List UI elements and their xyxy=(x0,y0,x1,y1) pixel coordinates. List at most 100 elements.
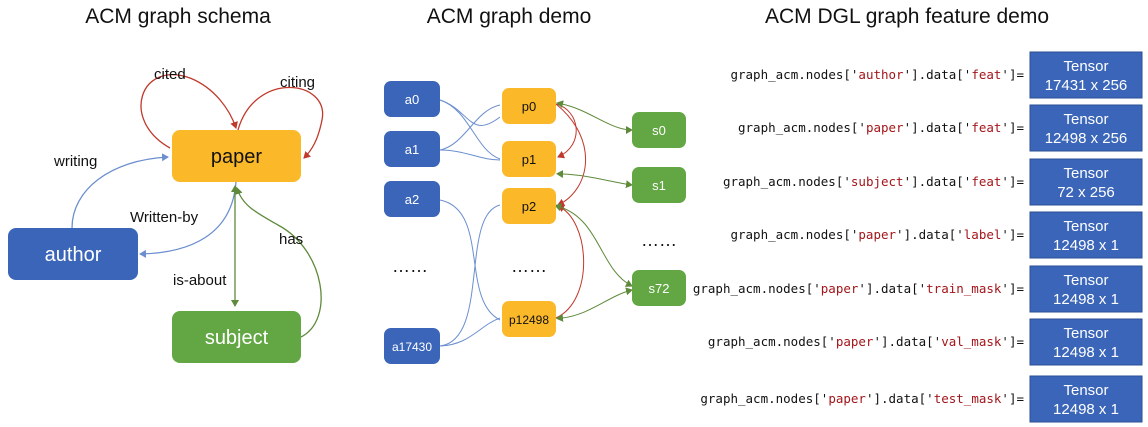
label-has: has xyxy=(279,231,303,248)
tensor-label: Tensor xyxy=(1063,165,1108,182)
demo-author-nodes: a0 a1 a2 …… a17430 xyxy=(384,81,440,364)
demo-edge-a1-p1 xyxy=(439,149,501,161)
demo-paper-ellipsis: …… xyxy=(511,256,547,276)
edge-has xyxy=(234,187,322,338)
code-field: feat xyxy=(971,120,1001,135)
schema-node-author-label: author xyxy=(45,244,102,266)
feature-row-paper-feat: graph_acm.nodes['paper'].data['feat']= Te… xyxy=(738,104,1143,152)
feature-code-line: graph_acm.nodes['paper'].data['val_mask'… xyxy=(708,334,1024,349)
demo-node-a2[interactable]: a2 xyxy=(384,181,440,217)
demo-node-s0[interactable]: s0 xyxy=(632,112,686,148)
code-suffix: ']= xyxy=(1001,67,1024,82)
feature-code-line: graph_acm.nodes['author'].data['feat']= xyxy=(730,67,1024,82)
schema-edge-labels: cited citing writing Written-by has is-a… xyxy=(53,66,315,289)
code-field: feat xyxy=(971,174,1001,189)
demo-subject-ellipsis: …… xyxy=(641,230,677,250)
demo-node-a17430-label: a17430 xyxy=(392,340,432,354)
demo-node-a0-label: a0 xyxy=(405,92,419,107)
schema-node-subject[interactable]: subject xyxy=(172,311,301,363)
code-prefix: graph_acm.nodes[' xyxy=(723,174,851,189)
code-field: test_mask xyxy=(934,391,1002,406)
code-prefix: graph_acm.nodes[' xyxy=(693,281,821,296)
code-node-type: paper xyxy=(828,391,866,406)
demo-node-p1[interactable]: p1 xyxy=(502,141,556,177)
schema-node-paper[interactable]: paper xyxy=(172,130,301,182)
schema-node-subject-label: subject xyxy=(205,327,269,349)
demo-node-a1[interactable]: a1 xyxy=(384,131,440,167)
demo-edge-a17430-p2 xyxy=(439,204,501,347)
demo-edge-p0-s0 xyxy=(556,100,633,134)
feature-row-paper-label: graph_acm.nodes['paper'].data['label']= T… xyxy=(730,211,1143,259)
demo-edge-p0-p2 xyxy=(555,103,586,207)
demo-node-s72[interactable]: s72 xyxy=(632,270,686,306)
feature-row-paper-test_mask: graph_acm.nodes['paper'].data['test_mask… xyxy=(700,375,1143,423)
code-prefix: graph_acm.nodes[' xyxy=(738,120,866,135)
tensor-box xyxy=(1029,158,1143,206)
tensor-shape: 12498 x 1 xyxy=(1053,237,1119,254)
schema-edges xyxy=(71,74,324,338)
feature-code-line: graph_acm.nodes['paper'].data['test_mask… xyxy=(700,391,1024,406)
demo-node-p2[interactable]: p2 xyxy=(502,188,556,224)
tensor-shape: 12498 x 256 xyxy=(1045,130,1128,147)
code-node-type: paper xyxy=(821,281,859,296)
label-citing: citing xyxy=(280,74,315,91)
demo-edge-p12498-s72 xyxy=(556,287,633,322)
demo-edge-p1-s1 xyxy=(556,170,633,189)
tensor-label: Tensor xyxy=(1063,382,1108,399)
demo-edge-a1-p0 xyxy=(439,104,501,151)
code-field: feat xyxy=(971,67,1001,82)
code-mid: '].data[' xyxy=(904,67,972,82)
code-prefix: graph_acm.nodes[' xyxy=(730,227,858,242)
code-mid: '].data[' xyxy=(904,174,972,189)
schema-nodes: paper author subject xyxy=(8,130,301,363)
feature-rows: graph_acm.nodes['author'].data['feat']=T… xyxy=(693,51,1143,423)
code-suffix: ']= xyxy=(1001,391,1024,406)
tensor-shape: 12498 x 1 xyxy=(1053,344,1119,361)
tensor-label: Tensor xyxy=(1063,325,1108,342)
schema-node-paper-label: paper xyxy=(211,146,262,168)
demo-edge-p2-s72 xyxy=(554,203,633,287)
tensor-shape: 12498 x 1 xyxy=(1053,291,1119,308)
demo-node-p12498-label: p12498 xyxy=(509,313,549,327)
demo-node-a17430[interactable]: a17430 xyxy=(384,328,440,364)
demo-edge-p0-p1 xyxy=(555,103,577,159)
label-cited: cited xyxy=(154,66,186,83)
tensor-box xyxy=(1029,318,1143,366)
tensor-label: Tensor xyxy=(1063,111,1108,128)
tensor-box xyxy=(1029,104,1143,152)
edge-cited xyxy=(140,74,238,149)
label-written-by: Written-by xyxy=(130,209,199,226)
demo-node-a0[interactable]: a0 xyxy=(384,81,440,117)
demo-node-p0-label: p0 xyxy=(522,99,536,114)
code-field: label xyxy=(964,227,1002,242)
feature-row-paper-val_mask: graph_acm.nodes['paper'].data['val_mask'… xyxy=(708,318,1143,366)
tensor-box xyxy=(1029,211,1143,259)
code-mid: '].data[' xyxy=(858,281,926,296)
demo-node-p12498[interactable]: p12498 xyxy=(502,301,556,337)
schema-node-author[interactable]: author xyxy=(8,228,138,280)
tensor-box xyxy=(1029,375,1143,423)
feature-row-subject-feat: graph_acm.nodes['subject'].data['feat']=… xyxy=(723,158,1143,206)
label-writing: writing xyxy=(53,153,97,170)
tensor-label: Tensor xyxy=(1063,218,1108,235)
edge-writing xyxy=(71,153,169,229)
tensor-shape: 12498 x 1 xyxy=(1053,401,1119,418)
demo-node-s1-label: s1 xyxy=(652,178,666,193)
demo-edge-a0-p1 xyxy=(439,99,501,160)
demo-node-s1[interactable]: s1 xyxy=(632,167,686,203)
feature-code-line: graph_acm.nodes['paper'].data['feat']= xyxy=(738,120,1024,135)
code-prefix: graph_acm.nodes[' xyxy=(730,67,858,82)
code-field: train_mask xyxy=(926,281,1002,296)
demo-node-p0[interactable]: p0 xyxy=(502,88,556,124)
tensor-box xyxy=(1029,265,1143,313)
feature-code-line: graph_acm.nodes['subject'].data['feat']= xyxy=(723,174,1024,189)
feature-row-paper-train_mask: graph_acm.nodes['paper'].data['train_mas… xyxy=(693,265,1143,313)
code-suffix: ']= xyxy=(1001,334,1024,349)
code-suffix: ']= xyxy=(1001,281,1024,296)
code-node-type: author xyxy=(858,67,904,82)
code-prefix: graph_acm.nodes[' xyxy=(708,334,836,349)
tensor-label: Tensor xyxy=(1063,272,1108,289)
feature-code-line: graph_acm.nodes['paper'].data['label']= xyxy=(730,227,1024,242)
tensor-shape: 17431 x 256 xyxy=(1045,77,1128,94)
